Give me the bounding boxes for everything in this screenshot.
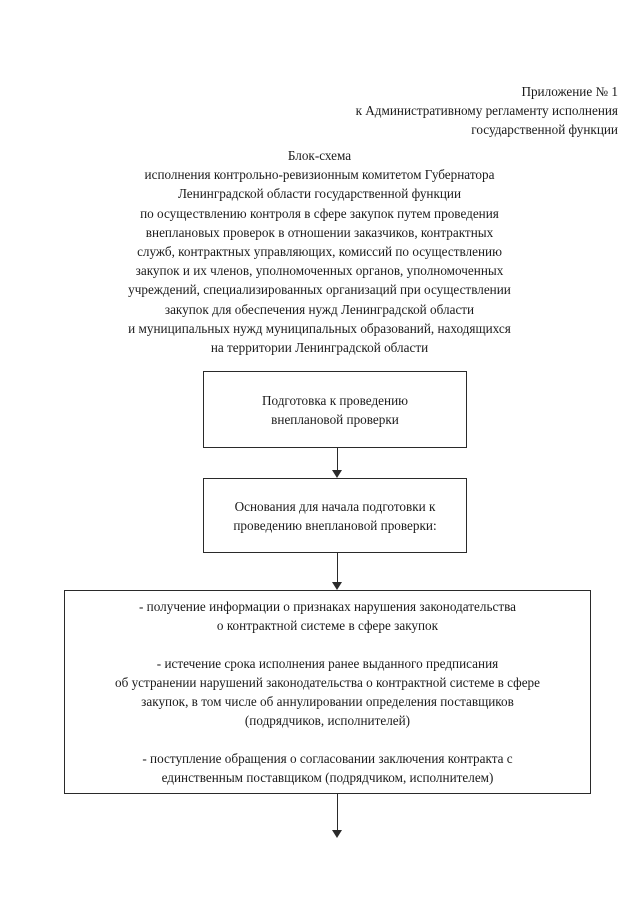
box-preparation-line-2: внеплановой проверки [271,411,399,427]
grounds-item-3-line-1: - поступление обращения о согласовании з… [142,751,513,766]
title-line-8: учреждений, специализированных организац… [128,282,511,298]
grounds-item-2-line-1: - истечение срока исполнения ранее выдан… [156,656,499,671]
box-grounds-line-2: проведению внеплановой проверки: [233,517,437,533]
list-item: - истечение срока исполнения ранее выдан… [65,654,590,730]
box-grounds-line-1: Основания для начала подготовки к [234,498,436,514]
arrow-down-icon [332,470,342,478]
title-line-4: по осуществлению контроля в сфере закупо… [140,205,499,221]
box-grounds-text: Основания для начала подготовки к провед… [233,497,436,535]
grounds-list: - получение информации о признаках наруш… [65,597,590,787]
arrow-down-icon [332,830,342,838]
list-item: - получение информации о признаках наруш… [65,597,590,635]
title-line-11: на территории Ленинградской области [210,340,429,356]
page-title: Блок-схема [287,148,352,163]
header-line-regulation: к Административному регламенту исполнени… [355,103,618,118]
title-line-10: и муниципальных нужд муниципальных образ… [128,320,511,336]
title-line-6: служб, контрактных управляющих, комиссий… [137,244,502,260]
grounds-item-1-line-1: - получение информации о признаках наруш… [138,599,516,614]
title-line-3: Ленинградской области государственной фу… [177,186,462,202]
flowchart-box-grounds-list: - получение информации о признаках наруш… [64,590,591,794]
connector-arrow-2 [332,553,343,590]
flowchart-box-preparation: Подготовка к проведению внеплановой пров… [203,371,467,448]
title-line-9: закупок для обеспечения нужд Ленинградск… [164,301,475,317]
connector-stem [337,794,338,831]
title-line-5: внеплановых проверок в отношении заказчи… [145,224,494,240]
list-item: - поступление обращения о согласовании з… [65,749,590,787]
grounds-item-2-line-2: об устранении нарушений законодательства… [114,675,541,690]
grounds-item-3-line-2: единственным поставщиком (подрядчиком, и… [161,770,494,785]
header-line-function: государственной функции [471,122,618,137]
grounds-item-2-line-4: (подрядчиков, исполнителей) [244,713,411,728]
grounds-item-1-line-2: о контрактной системе в сфере закупок [216,618,439,633]
connector-stem [337,448,338,471]
connector-arrow-3 [332,794,343,839]
grounds-item-2-line-3: закупок, в том числе об аннулировании оп… [141,694,514,709]
document-title-block: Блок-схема исполнения контрольно-ревизио… [52,146,587,357]
title-line-2: исполнения контрольно-ревизионным комите… [144,167,495,183]
flowchart-box-grounds: Основания для начала подготовки к провед… [203,478,467,553]
box-preparation-text: Подготовка к проведению внеплановой пров… [262,391,408,429]
header-line-appendix: Приложение № 1 [521,84,618,99]
title-line-7: закупок и их членов, уполномоченных орга… [135,263,504,279]
arrow-down-icon [332,582,342,590]
connector-arrow-1 [332,448,343,478]
document-header-block: Приложение № 1 к Административному регла… [260,82,618,139]
box-preparation-line-1: Подготовка к проведению [261,392,409,408]
connector-stem [337,553,338,583]
